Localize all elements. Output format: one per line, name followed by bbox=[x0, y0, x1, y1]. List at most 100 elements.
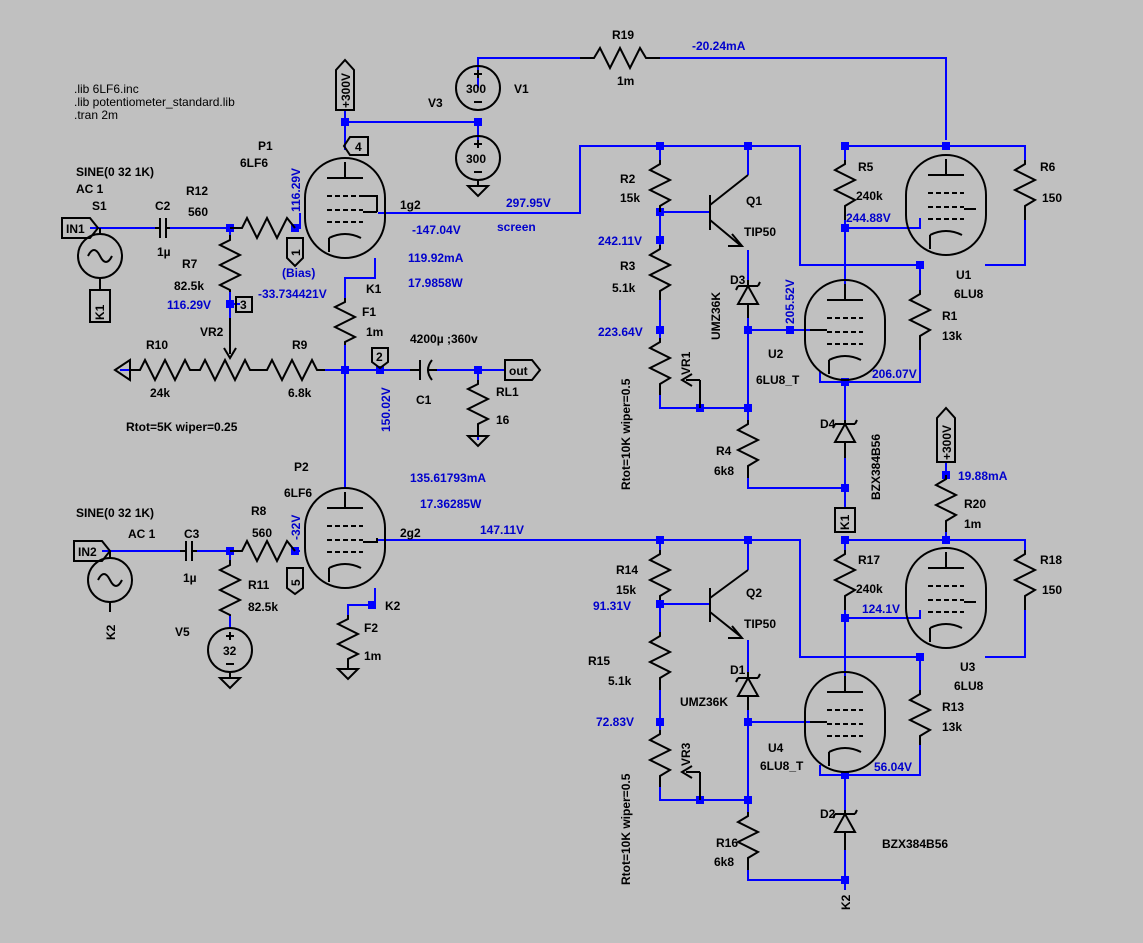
net-flag-plus300-a[interactable]: +300V bbox=[335, 58, 355, 111]
resistor-r4[interactable] bbox=[735, 420, 761, 478]
model-d2: BZX384B56 bbox=[882, 837, 948, 851]
value-v5: 32 bbox=[223, 644, 237, 658]
resistor-r11[interactable] bbox=[217, 560, 243, 616]
reading-i-r19: -20.24mA bbox=[692, 39, 746, 53]
tube-u2[interactable] bbox=[804, 279, 886, 381]
label-d3: D3 bbox=[730, 273, 746, 287]
resistor-r13[interactable] bbox=[907, 690, 933, 745]
resistor-r1[interactable] bbox=[907, 290, 933, 350]
net-flag-plus300-b[interactable]: +300V bbox=[936, 406, 956, 463]
net-flag-plus300-b-label: +300V bbox=[940, 425, 954, 460]
net-flag-n2-label: 2 bbox=[376, 350, 383, 364]
label-r17: R17 bbox=[858, 553, 880, 567]
label-vr1: VR1 bbox=[679, 351, 693, 375]
resistor-r3[interactable] bbox=[647, 245, 673, 300]
tube-u3[interactable] bbox=[905, 547, 987, 649]
resistor-r17[interactable] bbox=[832, 550, 858, 610]
tube-u1[interactable] bbox=[905, 154, 987, 256]
reading-v-r1: 206.07V bbox=[872, 367, 917, 381]
zener-d4[interactable] bbox=[832, 419, 858, 458]
model-d4: BZX384B56 bbox=[869, 434, 883, 500]
capacitor-c2[interactable] bbox=[155, 218, 170, 238]
reading-p-p1: 17.9858W bbox=[408, 276, 463, 290]
resistor-r15[interactable] bbox=[647, 632, 673, 690]
model-q1: TIP50 bbox=[744, 225, 776, 239]
net-flag-n1[interactable]: 1 bbox=[286, 237, 304, 268]
value-r5: 240k bbox=[856, 189, 883, 203]
label-r1: R1 bbox=[942, 309, 958, 323]
fuse-f1[interactable] bbox=[332, 298, 358, 345]
value-r14: 15k bbox=[616, 583, 636, 597]
model-u4: 6LU8_T bbox=[760, 759, 804, 773]
capacitor-c1[interactable] bbox=[410, 359, 437, 381]
reading-v-p1-grid: 116.29V bbox=[289, 168, 303, 212]
resistor-r19[interactable] bbox=[580, 45, 660, 71]
net-flag-n4[interactable]: 4 bbox=[342, 136, 369, 156]
labels: .lib 6LF6.inc .lib potentiometer_standar… bbox=[74, 28, 1062, 885]
resistor-r2[interactable] bbox=[647, 160, 673, 212]
net-flag-k1-c[interactable]: K1 bbox=[834, 507, 856, 533]
resistor-r16[interactable] bbox=[735, 812, 761, 870]
model-q2: TIP50 bbox=[744, 617, 776, 631]
resistor-r20[interactable] bbox=[933, 475, 959, 532]
resistor-r5[interactable] bbox=[832, 160, 858, 220]
resistor-r6[interactable] bbox=[1012, 160, 1038, 220]
label-s2-ac: AC 1 bbox=[128, 527, 156, 541]
label-k1-b: K1 bbox=[366, 282, 382, 296]
net-flag-out[interactable]: out bbox=[504, 359, 542, 381]
ac-source-s2[interactable] bbox=[87, 557, 133, 603]
label-2g2: 2g2 bbox=[400, 526, 421, 540]
zener-d2[interactable] bbox=[832, 809, 858, 850]
net-flag-n5[interactable]: 5 bbox=[286, 567, 304, 596]
label-r5: R5 bbox=[858, 160, 874, 174]
net-flag-n3[interactable]: 3 bbox=[235, 296, 253, 313]
resistor-r7[interactable] bbox=[217, 235, 243, 292]
net-flag-k2-c[interactable]: K2 bbox=[839, 894, 853, 910]
reading-v-r17: 124.1V bbox=[862, 602, 900, 616]
resistor-rl1[interactable] bbox=[465, 380, 491, 430]
reading-v-bias: -33.734421V bbox=[258, 287, 327, 301]
net-flag-k1-a[interactable]: K1 bbox=[89, 289, 111, 323]
zener-d1[interactable] bbox=[735, 672, 761, 710]
label-s1: S1 bbox=[92, 199, 107, 213]
resistor-r12[interactable] bbox=[230, 215, 296, 241]
net-flag-k2-a[interactable]: K2 bbox=[104, 624, 118, 640]
net-flag-in2-label: IN2 bbox=[78, 545, 97, 559]
transistor-q2[interactable] bbox=[709, 569, 749, 639]
resistor-r10[interactable] bbox=[130, 357, 200, 383]
net-flag-k2-c-label: K2 bbox=[839, 894, 853, 910]
label-k2-b: K2 bbox=[385, 599, 401, 613]
label-d2: D2 bbox=[820, 807, 836, 821]
label-d1: D1 bbox=[730, 663, 746, 677]
label-q2: Q2 bbox=[746, 586, 762, 600]
net-flag-k1-a-label: K1 bbox=[93, 304, 107, 320]
potentiometer-vr1[interactable] bbox=[647, 338, 701, 408]
tube-p2[interactable] bbox=[304, 487, 386, 589]
resistor-r18[interactable] bbox=[1012, 550, 1038, 610]
net-flag-n1-label: 1 bbox=[289, 249, 303, 256]
resistor-r8[interactable] bbox=[230, 538, 296, 564]
label-r18: R18 bbox=[1040, 553, 1062, 567]
note-rtot-vr3: Rtot=10K wiper=0.5 bbox=[619, 773, 633, 885]
potentiometer-vr3[interactable] bbox=[647, 730, 701, 800]
resistor-r14[interactable] bbox=[647, 550, 673, 600]
reading-v-r3: 223.64V bbox=[598, 325, 643, 339]
label-q1: Q1 bbox=[746, 194, 762, 208]
value-c3: 1µ bbox=[183, 571, 197, 585]
label-s1-spec: SINE(0 32 1K) bbox=[76, 165, 154, 179]
tube-p1[interactable] bbox=[304, 157, 386, 259]
capacitor-c3[interactable] bbox=[180, 541, 197, 561]
label-r6: R6 bbox=[1040, 160, 1056, 174]
value-r16: 6k8 bbox=[714, 855, 734, 869]
ac-source-s1[interactable] bbox=[77, 233, 123, 279]
net-flag-in1[interactable]: IN1 bbox=[61, 217, 100, 239]
fuse-f2[interactable] bbox=[335, 615, 361, 663]
value-r9: 6.8k bbox=[288, 386, 312, 400]
tube-u4[interactable] bbox=[804, 671, 886, 773]
resistor-r9[interactable] bbox=[262, 357, 325, 383]
net-flag-in2[interactable]: IN2 bbox=[73, 540, 112, 562]
reading-v-r13: 56.04V bbox=[874, 760, 912, 774]
zener-d3[interactable] bbox=[735, 280, 761, 318]
net-flag-n2[interactable]: 2 bbox=[371, 347, 389, 370]
transistor-q1[interactable] bbox=[709, 174, 749, 247]
